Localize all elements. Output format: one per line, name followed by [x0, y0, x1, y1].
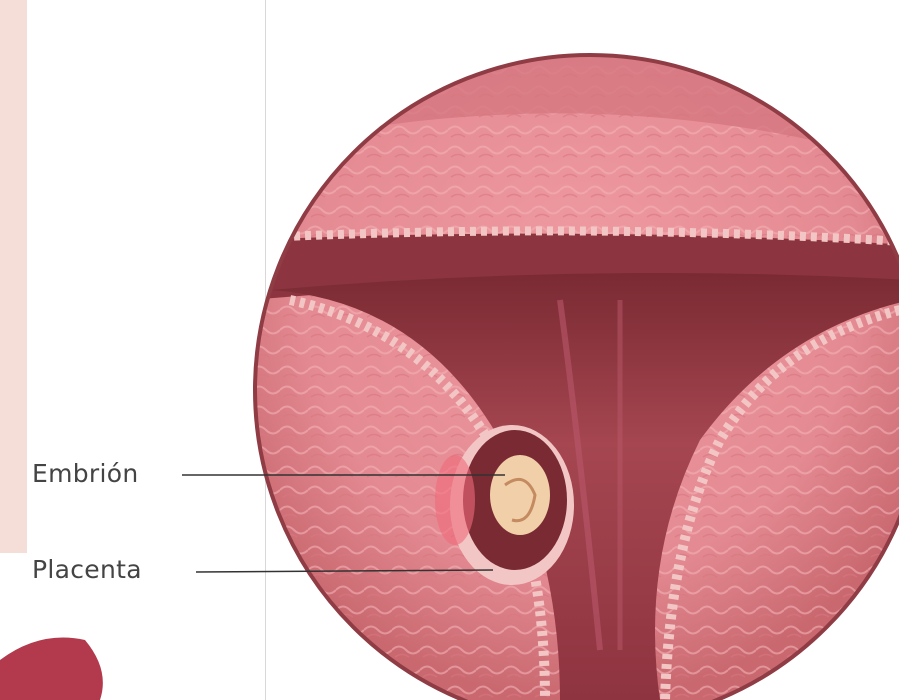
implantation-site	[435, 455, 475, 545]
embryo	[490, 455, 550, 535]
organ-fragment	[0, 638, 103, 700]
placenta-label: Placenta	[32, 557, 142, 582]
circular-frame	[250, 0, 899, 700]
embryo-label: Embrión	[32, 461, 138, 486]
